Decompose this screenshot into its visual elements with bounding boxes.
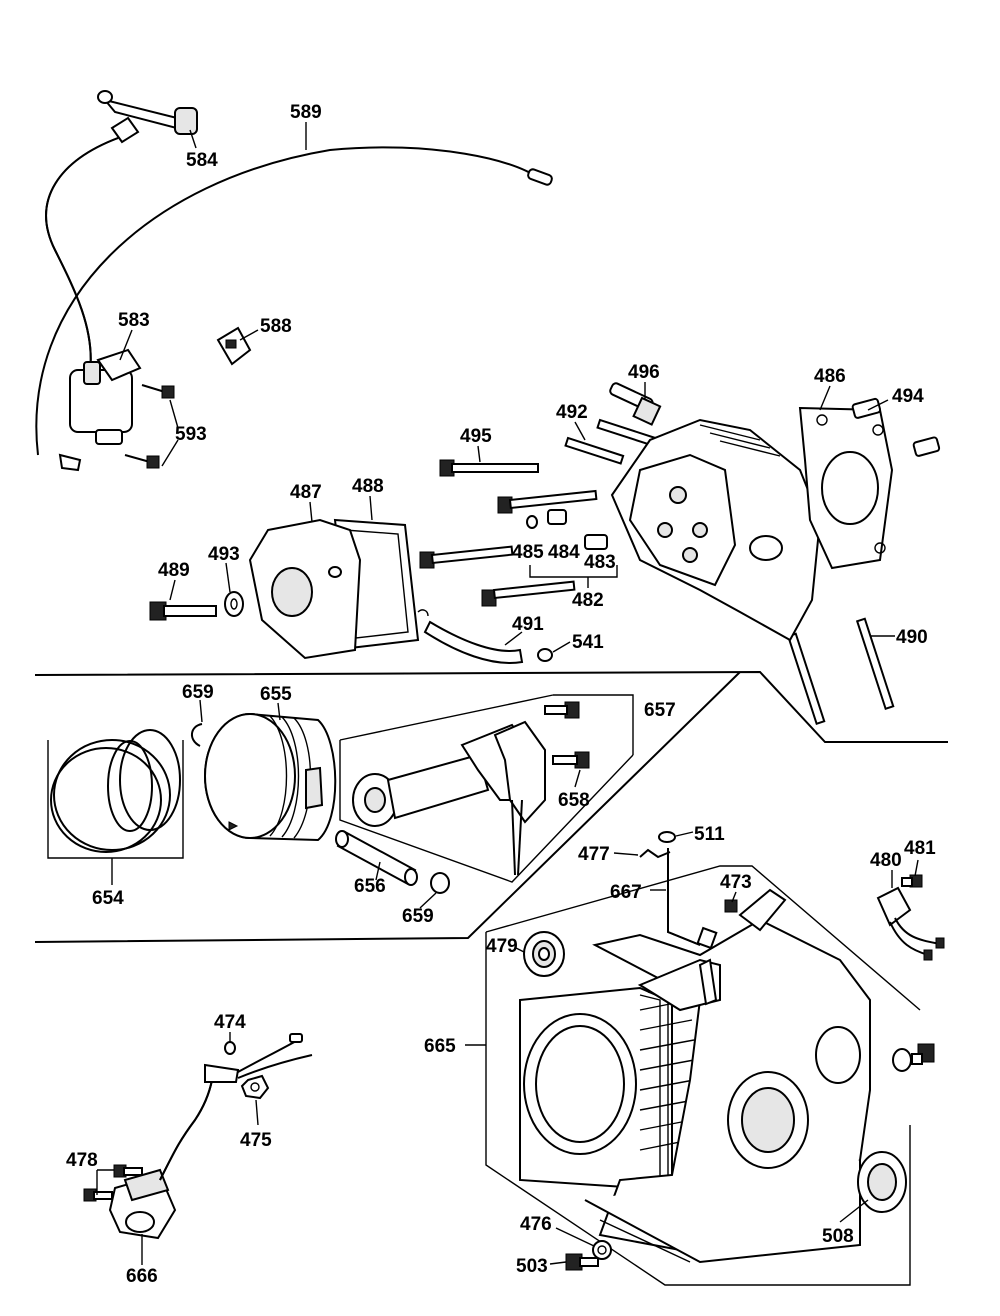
- governor-group: [523, 831, 738, 977]
- label-476: 476: [520, 1214, 552, 1235]
- label-584: 584: [186, 150, 218, 171]
- label-490: 490: [896, 627, 928, 648]
- label-473: 473: [720, 872, 752, 893]
- label-659-top: 659: [182, 682, 214, 703]
- label-496: 496: [628, 362, 660, 383]
- callout-labels: 584 589 583 588 593 496 486 494 492 495 …: [66, 102, 936, 1287]
- label-503: 503: [516, 1256, 548, 1277]
- label-494: 494: [892, 386, 924, 407]
- piston-rings-group: [47, 729, 184, 885]
- label-659-bottom: 659: [402, 906, 434, 927]
- piston-pin-group: [335, 830, 450, 894]
- label-482: 482: [572, 590, 604, 611]
- label-477: 477: [578, 844, 610, 865]
- section-dividers: [34, 670, 948, 943]
- label-483: 483: [584, 552, 616, 573]
- label-485: 485: [512, 542, 544, 563]
- ignition-coil-group: [35, 90, 553, 472]
- oil-sensor-group: [876, 874, 945, 961]
- label-479: 479: [486, 936, 518, 957]
- charge-coil-group: [83, 1033, 313, 1240]
- rocker-cover-group: [149, 518, 553, 664]
- label-487: 487: [290, 482, 322, 503]
- piston-group: [191, 713, 337, 842]
- label-665: 665: [424, 1036, 456, 1057]
- label-657: 657: [644, 700, 676, 721]
- label-489: 489: [158, 560, 190, 581]
- label-666: 666: [126, 1266, 158, 1287]
- label-667: 667: [610, 882, 642, 903]
- label-654: 654: [92, 888, 124, 909]
- label-475: 475: [240, 1130, 272, 1151]
- label-658: 658: [558, 790, 590, 811]
- connecting-rod-group: [339, 694, 634, 883]
- leader-lines: [96, 122, 919, 1265]
- label-655: 655: [260, 684, 292, 705]
- label-589: 589: [290, 102, 322, 123]
- label-541: 541: [572, 632, 604, 653]
- label-495: 495: [460, 426, 492, 447]
- label-656: 656: [354, 876, 386, 897]
- label-493: 493: [208, 544, 240, 565]
- label-484: 484: [548, 542, 580, 563]
- label-511: 511: [694, 824, 725, 845]
- label-491: 491: [512, 614, 544, 635]
- label-492: 492: [556, 402, 588, 423]
- label-583: 583: [118, 310, 150, 331]
- cylinder-head-group: [609, 382, 941, 642]
- crankcase-group: [465, 865, 935, 1286]
- label-486: 486: [814, 366, 846, 387]
- label-480: 480: [870, 850, 902, 871]
- label-481: 481: [904, 838, 936, 859]
- label-488: 488: [352, 476, 384, 497]
- label-593: 593: [175, 424, 207, 445]
- label-474: 474: [214, 1012, 246, 1033]
- head-bolts-group: [419, 418, 895, 725]
- label-588: 588: [260, 316, 292, 337]
- label-478: 478: [66, 1150, 98, 1171]
- label-508: 508: [822, 1226, 854, 1247]
